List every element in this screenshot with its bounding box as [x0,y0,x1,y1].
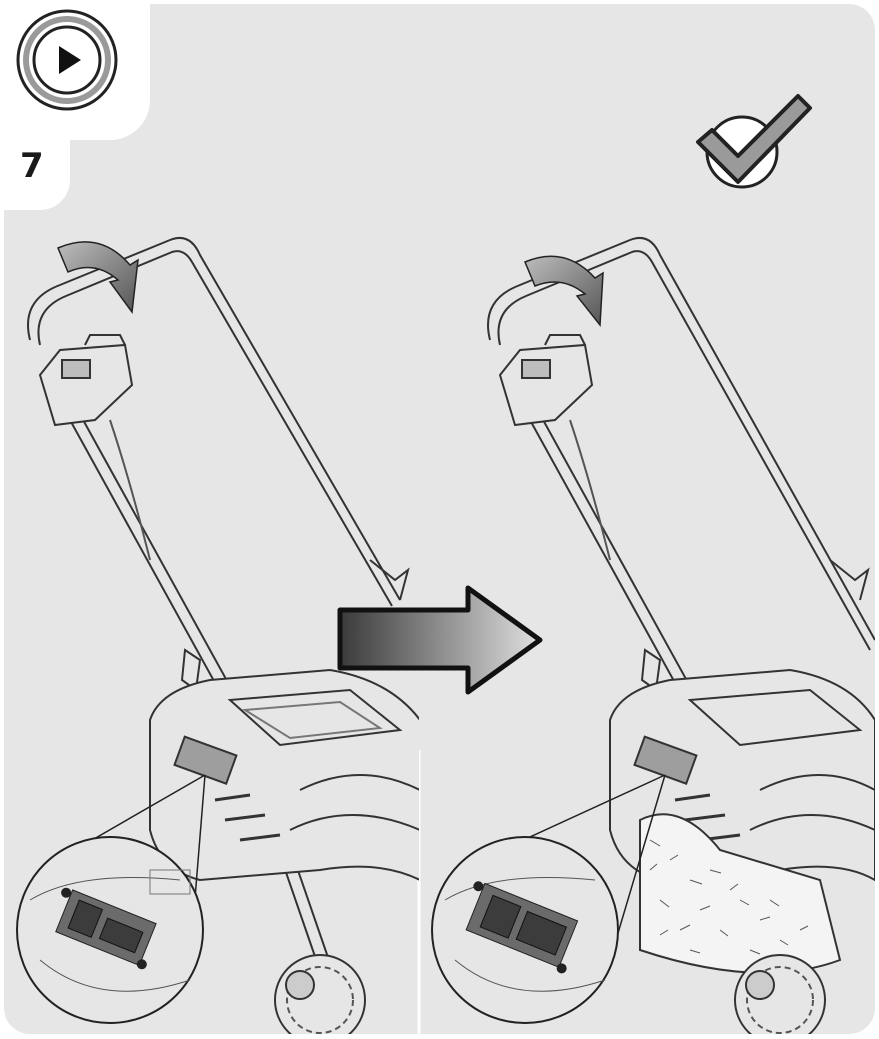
right-arrow-icon [337,585,543,695]
step-number: 7 [20,146,44,186]
checkmark-icon [696,94,812,189]
step-tab [0,130,70,210]
curved-arrow-right [524,255,604,328]
mower-before [27,236,419,1034]
play-circle-icon[interactable] [15,8,119,112]
mower-after [487,236,875,1034]
zoom-circle-left [16,836,204,1024]
zoom-circle-right [431,836,619,1024]
curved-arrow-left [57,241,139,314]
